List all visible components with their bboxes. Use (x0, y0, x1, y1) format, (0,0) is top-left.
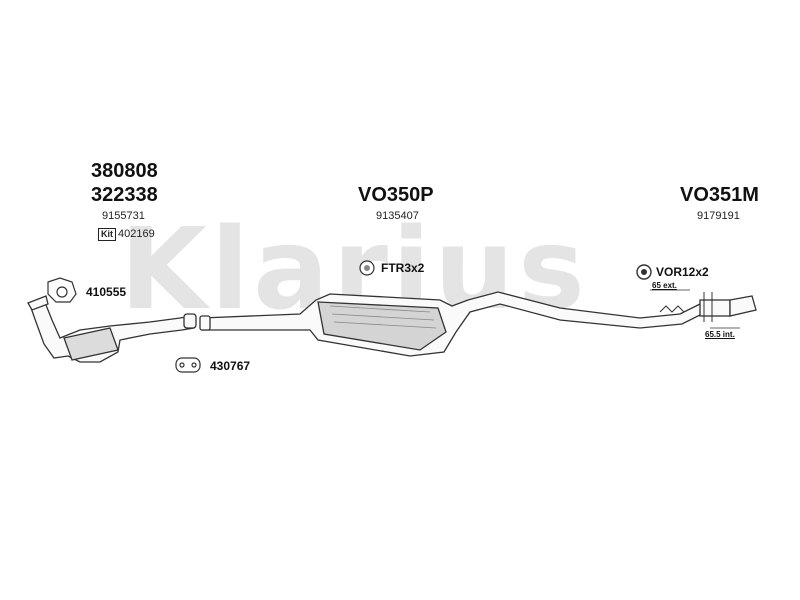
int-dimension: 65.5 int. (705, 330, 735, 339)
ext-dimension: 65 ext. (652, 281, 677, 290)
front-oem-number: 9155731 (102, 210, 145, 222)
middle-oem-number: 9135407 (376, 210, 419, 222)
center-silencer (199, 291, 703, 357)
ftr-fitting-icon (359, 260, 375, 276)
gasket-icon (47, 277, 77, 303)
front-pipe-catalyst (27, 295, 197, 363)
vor-fitting-icon (636, 264, 652, 280)
ftr-fitting-label: FTR3x2 (381, 261, 425, 275)
kit-number: 402169 (118, 228, 155, 240)
kit-badge: Kit (98, 228, 116, 241)
vor-fitting-label: VOR12x2 (656, 265, 709, 279)
rear-part-number: VO351M (680, 184, 759, 206)
rear-oem-number: 9179191 (697, 210, 740, 222)
clamp-icon (175, 357, 201, 373)
gasket-part-number: 410555 (86, 285, 127, 299)
clamp-part-number: 430767 (210, 359, 251, 373)
front-part-number-1: 380808 (91, 160, 158, 182)
middle-part-number: VO350P (358, 184, 434, 206)
front-part-number-2: 322338 (91, 184, 158, 206)
rear-tailpipe (650, 289, 757, 329)
